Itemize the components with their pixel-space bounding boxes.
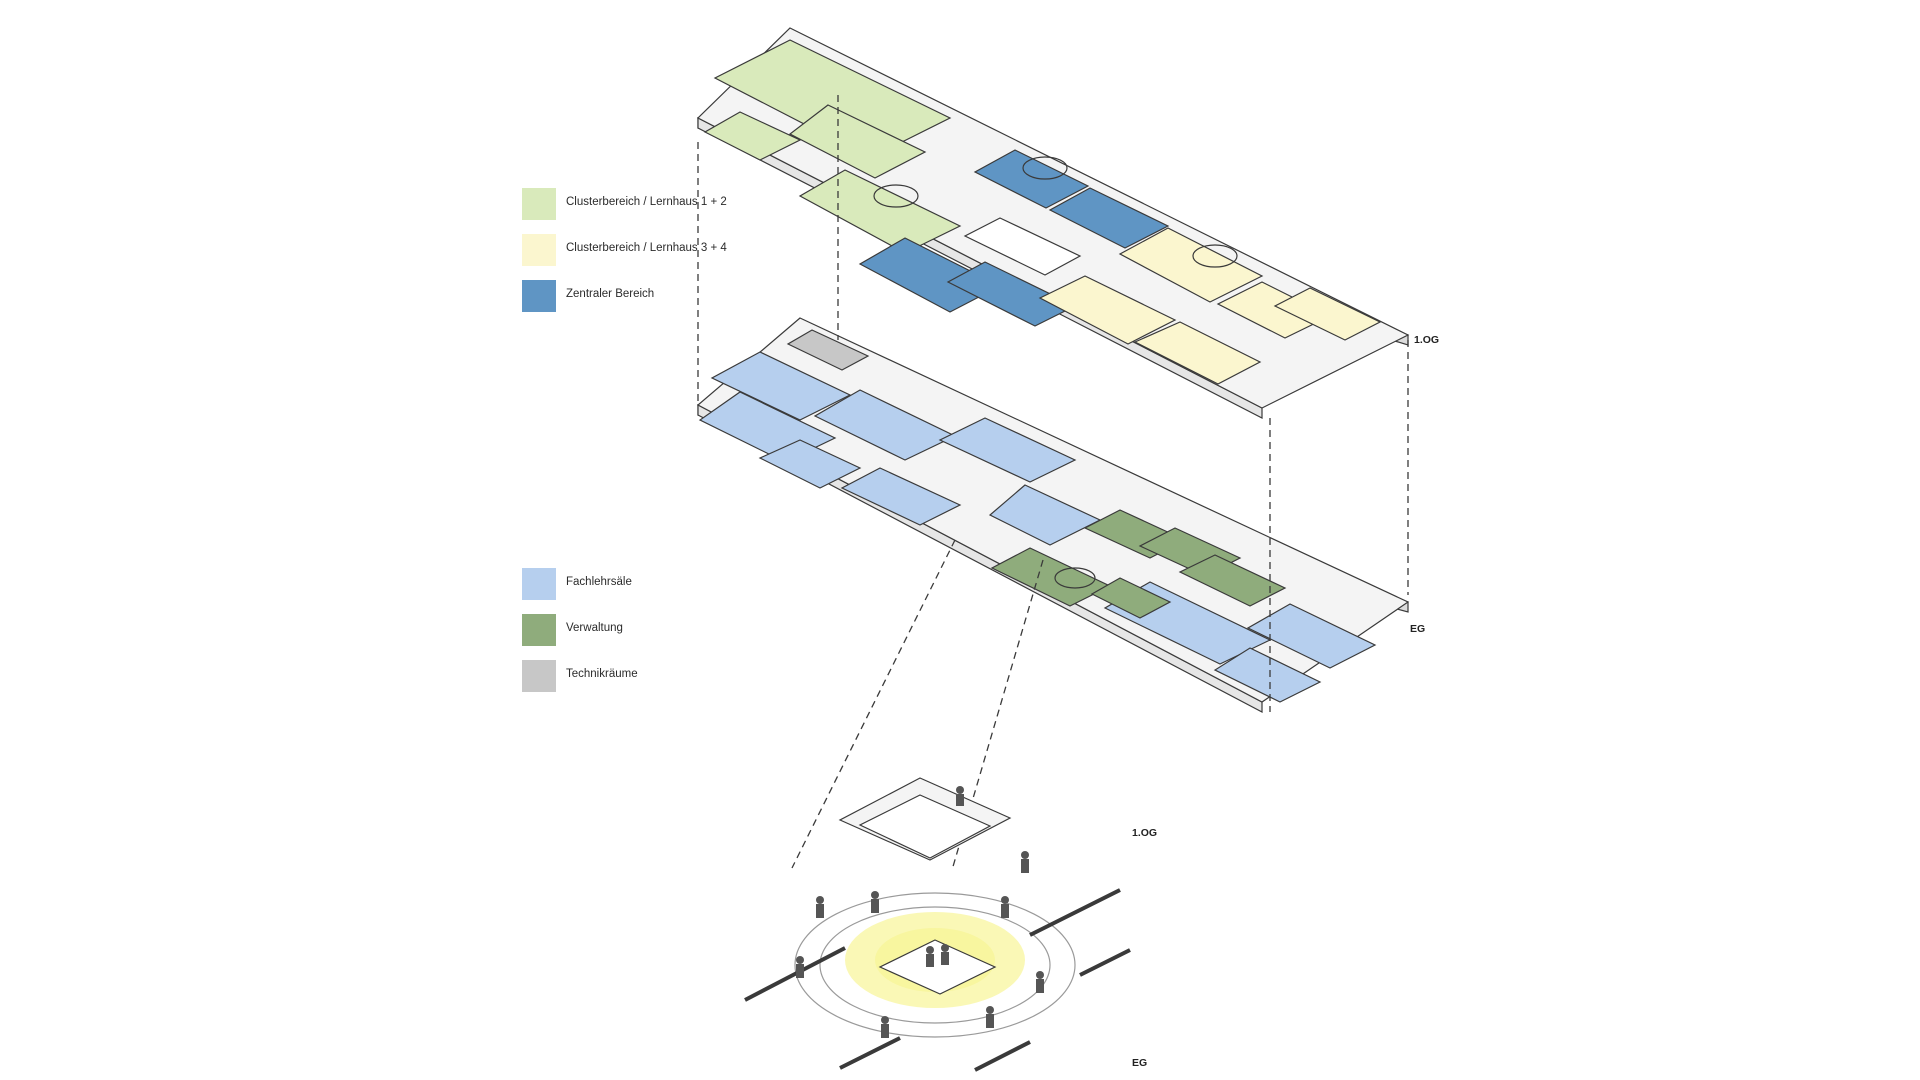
legend-swatch: [522, 280, 556, 312]
legend-label: Verwaltung: [566, 622, 623, 634]
level-label-upper-floor: 1.OG: [1414, 334, 1440, 346]
legend-swatch: [522, 660, 556, 692]
legend-label: Clusterbereich / Lernhaus 1 + 2: [566, 196, 727, 208]
legend-label: Clusterbereich / Lernhaus 3 + 4: [566, 242, 727, 254]
level-label-ground-floor: EG: [1410, 623, 1426, 635]
legend-swatch: [522, 234, 556, 266]
upper-floor-plan: [696, 27, 1410, 419]
level-label-detail-ground: EG: [1132, 1057, 1148, 1069]
guide-lines: [697, 95, 1409, 871]
legend-swatch: [522, 188, 556, 220]
legend-label: Technikräume: [566, 668, 638, 680]
legend-swatch: [522, 568, 556, 600]
legend-label: Zentraler Bereich: [566, 288, 655, 300]
legend-label: Fachlehrsäle: [566, 576, 632, 588]
legend-swatch: [522, 614, 556, 646]
level-label-detail-upper: 1.OG: [1132, 827, 1158, 839]
ground-floor-plan: [696, 317, 1410, 713]
detail-axonometry: [744, 777, 1131, 1072]
